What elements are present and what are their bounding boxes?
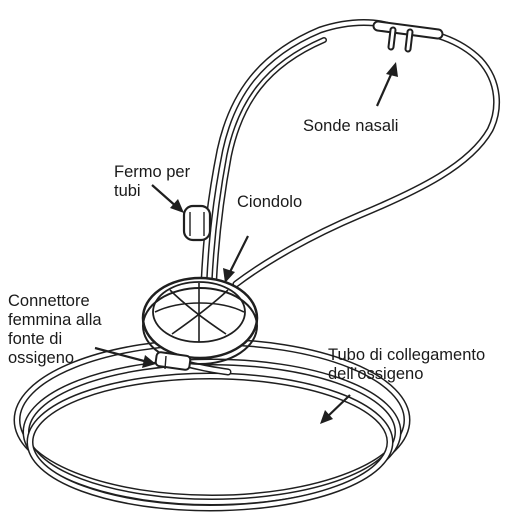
- label-female-connector: Connettore femmina alla fonte di ossigen…: [8, 292, 102, 368]
- label-oxygen-tubing-line: Tubo di collegamento: [328, 346, 485, 365]
- nasal-prongs: [378, 26, 438, 49]
- label-nasal-prongs: Sonde nasali: [303, 117, 398, 136]
- label-tubing-clip-line: tubi: [114, 182, 190, 201]
- label-pendant: Ciondolo: [237, 193, 302, 212]
- label-female-connector-line: fonte di: [8, 330, 102, 349]
- label-pendant-line: Ciondolo: [237, 193, 302, 212]
- label-oxygen-tubing: Tubo di collegamento dell’ossigeno: [328, 346, 485, 384]
- label-tubing-clip: Fermo per tubi: [114, 163, 190, 201]
- label-tubing-clip-line: Fermo per: [114, 163, 190, 182]
- label-nasal-prongs-line: Sonde nasali: [303, 117, 398, 136]
- label-female-connector-line: Connettore: [8, 292, 102, 311]
- label-female-connector-line: femmina alla: [8, 311, 102, 330]
- cannula-tubing: [204, 23, 497, 285]
- label-female-connector-line: ossigeno: [8, 349, 102, 368]
- pendant: [143, 278, 257, 364]
- label-oxygen-tubing-line: dell’ossigeno: [328, 365, 485, 384]
- tubing-clip: [184, 206, 210, 240]
